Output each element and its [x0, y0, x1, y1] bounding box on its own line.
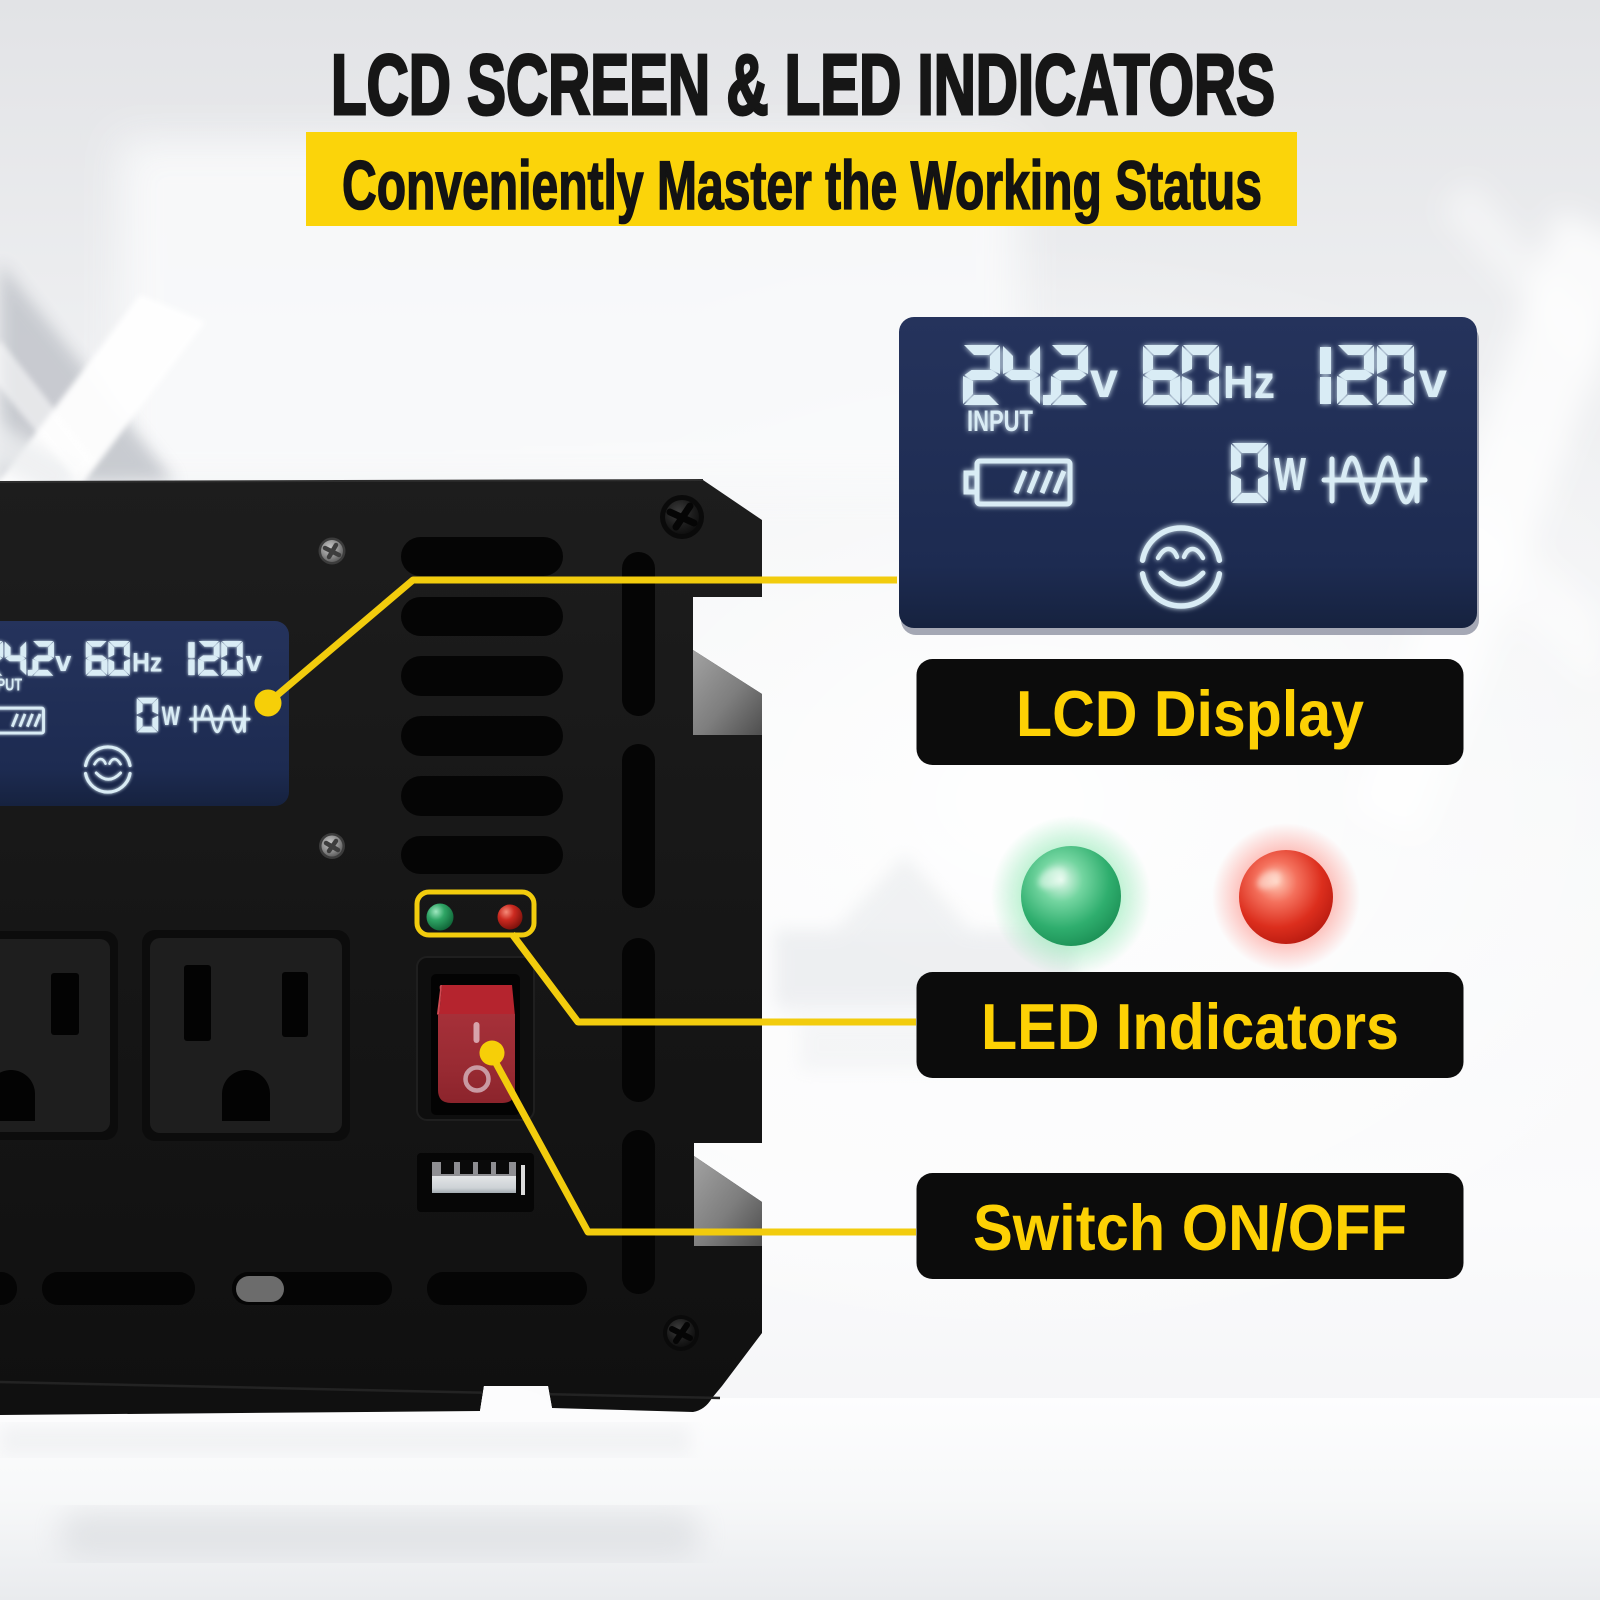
svg-text:LCD SCREEN & LED INDICATORS: LCD SCREEN & LED INDICATORS: [331, 38, 1275, 133]
svg-text:LCD Display: LCD Display: [1016, 677, 1364, 750]
svg-text:LED Indicators: LED Indicators: [981, 990, 1399, 1063]
svg-text:Switch ON/OFF: Switch ON/OFF: [973, 1191, 1407, 1264]
svg-text:Conveniently Master the Workin: Conveniently Master the Working Status: [342, 147, 1262, 224]
